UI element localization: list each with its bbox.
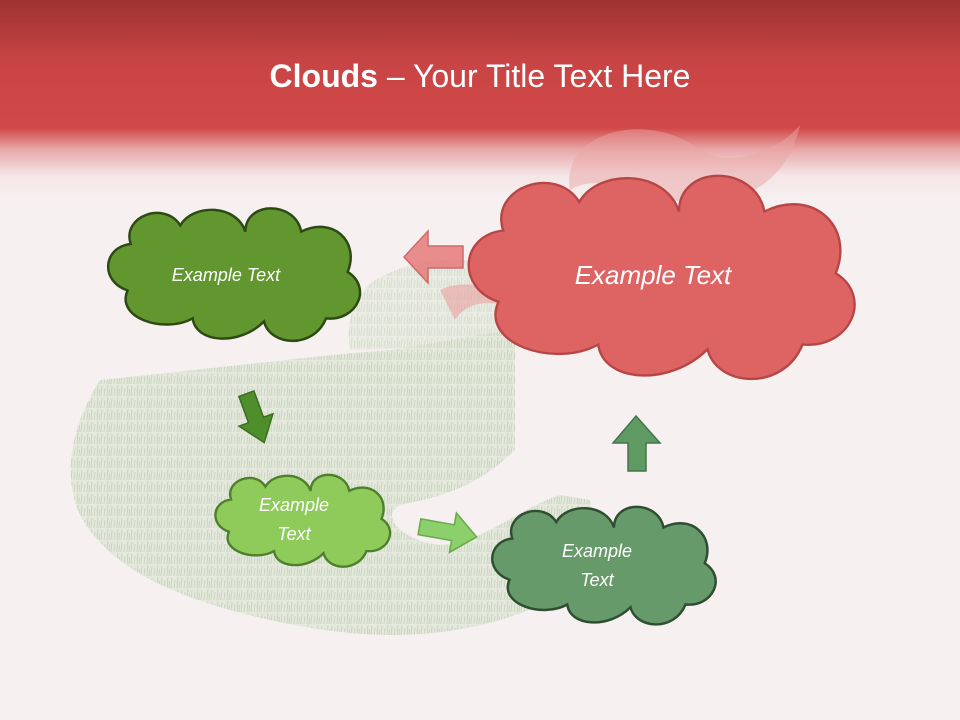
slide-title: Clouds – Your Title Text Here: [0, 52, 960, 100]
arrow-right: [417, 511, 478, 554]
title-rest: Your Title Text Here: [412, 58, 691, 94]
cloud-bottom-left: [214, 473, 392, 568]
cloud-bottom-right-text-line1: Example: [562, 541, 632, 561]
arrow-left: [402, 229, 464, 285]
cloud-bottom-left-text-line1: Example: [259, 495, 329, 515]
cloud-top-left-text: Example Text: [172, 265, 281, 285]
cloud-bottom-right: [491, 505, 717, 626]
title-bar: [0, 0, 960, 200]
title-bold: Clouds: [269, 58, 378, 94]
cloud-top-right-text: Example Text: [575, 260, 733, 290]
cloud-bottom-left-text-line2: Text: [277, 524, 311, 544]
title-separator: –: [377, 58, 413, 94]
cloud-bottom-right-text-line2: Text: [580, 570, 614, 590]
arrow-down: [237, 389, 275, 444]
arrow-up: [611, 414, 662, 472]
